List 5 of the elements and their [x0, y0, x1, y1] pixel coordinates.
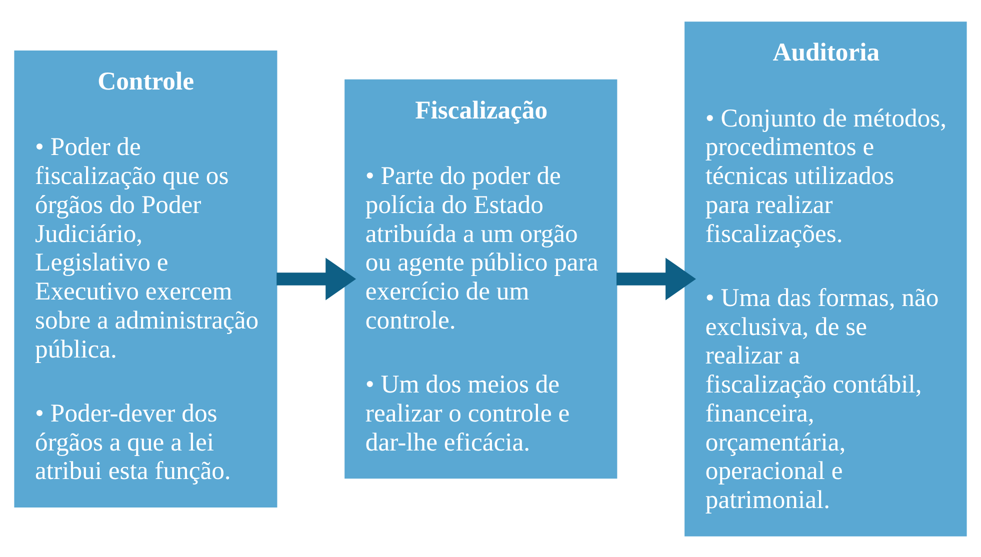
node-box: Fiscalização • Parte do poder de polícia do Estado atribuída a um orgão ou agente público para exercício de um controle. • Um dos meios de realizar o controle e dar-lhe eficácia. [344, 78, 618, 478]
arrow [276, 257, 356, 300]
arrow [616, 257, 696, 300]
node-box: Controle • Poder de fiscalização que os órgãos do Poder Judiciário, Legislativo e Executivo exercem sobre a administração pública. • Poder-dever dos órgãos a que a lei atribui esta função. [14, 50, 278, 508]
node-box: Auditoria • Conjunto de métodos, procedimentos e técnicas utilizados para realizar fiscalizações. • Uma das formas, não exclusiva, de se realizar a fiscalização contábil, financeira, orçamentária, operacional e patrimonial. [684, 21, 967, 536]
